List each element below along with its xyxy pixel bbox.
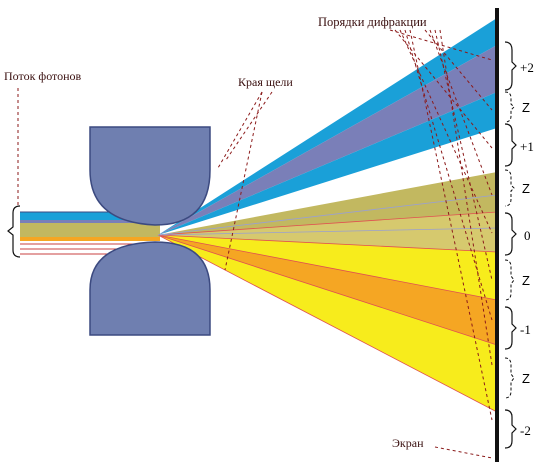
bracket-zero bbox=[504, 212, 517, 256]
beam-plus2-outer bbox=[158, 18, 497, 235]
order-label-minus2: -2 bbox=[520, 423, 531, 438]
order-brackets bbox=[7, 41, 517, 449]
label-slit-edges: Края щели bbox=[238, 75, 293, 89]
beam-zero-lower bbox=[158, 212, 497, 252]
order-label-zero: 0 bbox=[524, 228, 531, 243]
beam-plus2-inner bbox=[158, 45, 497, 235]
diffraction-fans bbox=[157, 18, 498, 413]
label-diffraction-orders: Порядки дифракции bbox=[318, 15, 427, 29]
label-photon-flux: Поток фотонов bbox=[4, 69, 82, 83]
gap-brackets bbox=[504, 91, 515, 399]
order-label-plus1: +1 bbox=[520, 139, 534, 154]
label-screen: Экран bbox=[392, 436, 424, 450]
bracket-plus2 bbox=[504, 41, 517, 91]
gap-label-4: Z bbox=[522, 371, 530, 386]
slit-lower-jaw bbox=[89, 241, 211, 336]
slit bbox=[89, 126, 211, 336]
bracket-minus1 bbox=[504, 306, 517, 350]
slit-upper-jaw bbox=[89, 126, 211, 226]
bracket-plus1 bbox=[504, 123, 517, 167]
bracket-photon-flux bbox=[7, 205, 21, 258]
annotation-arrows bbox=[17, 29, 493, 459]
beam-zero-upper bbox=[158, 172, 497, 235]
bracket-minus2 bbox=[504, 409, 517, 449]
order-label-minus1: -1 bbox=[520, 322, 531, 337]
gap-label-3: Z bbox=[522, 273, 530, 288]
gap-label-2: Z bbox=[522, 181, 530, 196]
order-label-plus2: +2 bbox=[520, 60, 534, 75]
gap-label-1: Z bbox=[522, 100, 530, 115]
beam-plus1 bbox=[158, 92, 497, 235]
